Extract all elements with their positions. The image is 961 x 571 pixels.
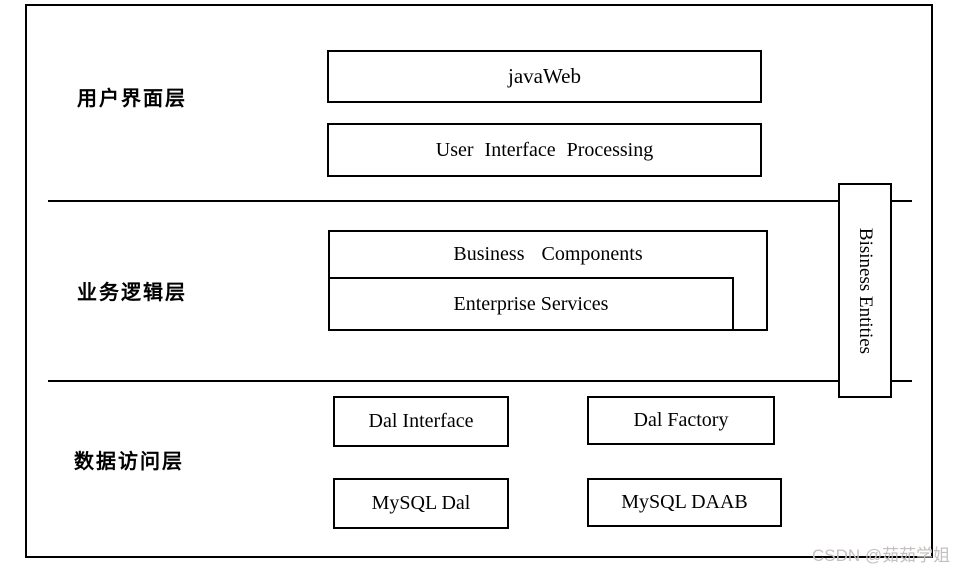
mysql-daab-box: MySQL DAAB: [587, 478, 782, 527]
layer-divider-bottom: [48, 380, 912, 382]
layer-label-user-interface: 用户界面层: [77, 88, 187, 110]
layer-label-data-access: 数据访问层: [74, 451, 184, 473]
javaweb-box: javaWeb: [327, 50, 762, 103]
business-components-label: Business Components: [453, 243, 643, 265]
business-entities-label: Bisiness Entities: [855, 227, 876, 354]
layer-label-business-logic: 业务逻辑层: [77, 282, 187, 304]
mysql-dal-box: MySQL Dal: [333, 478, 509, 529]
user-interface-processing-box: User Interface Processing: [327, 123, 762, 177]
layer-divider-top: [48, 200, 912, 202]
csdn-watermark: CSDN @茹茹学姐: [812, 546, 951, 565]
enterprise-services-box: Enterprise Services: [328, 277, 734, 331]
dal-factory-box: Dal Factory: [587, 396, 775, 445]
business-entities-box: Bisiness Entities: [838, 183, 892, 398]
dal-interface-box: Dal Interface: [333, 396, 509, 447]
